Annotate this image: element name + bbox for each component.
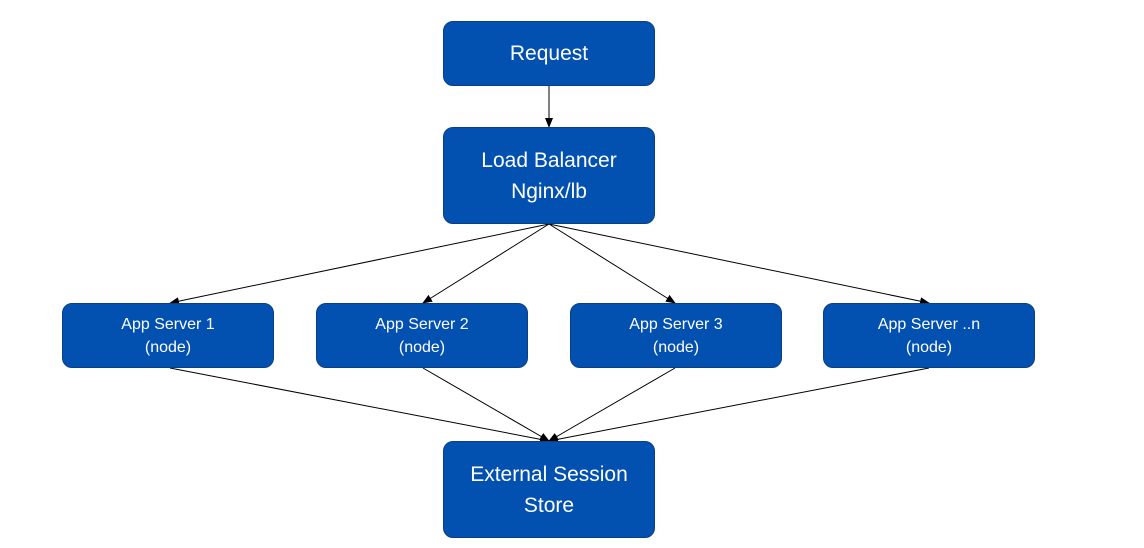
load-balancer-sublabel: Nginx/lb (511, 179, 587, 203)
arrow-load-balancer-to-app-server-2 (422, 223, 550, 304)
app-server-3-node: App Server 3 (node) (570, 303, 782, 368)
session-store-sublabel: Store (523, 493, 575, 517)
request-label: Request (509, 42, 589, 65)
request-node: Request (443, 21, 655, 86)
edges-group (169, 86, 930, 444)
arrow-app-server-1-to-session-store (169, 367, 550, 444)
app-server-1-node: App Server 1 (node) (62, 303, 274, 368)
app-server-1-sublabel: (node) (144, 338, 192, 356)
app-server-1-label: App Server 1 (121, 315, 215, 333)
app-server-n-label: App Server ..n (877, 315, 981, 333)
arrow-app-server-2-to-session-store (422, 367, 550, 442)
session-store-node: External Session Store (443, 441, 655, 538)
app-server-n-node: App Server ..n (node) (823, 303, 1035, 368)
arrow-load-balancer-to-app-server-n (548, 223, 930, 306)
app-server-2-node: App Server 2 (node) (316, 303, 528, 368)
session-store-label: External Session (470, 462, 628, 486)
arrow-load-balancer-to-app-server-1 (169, 223, 550, 306)
app-server-3-label: App Server 3 (629, 315, 723, 333)
arrow-load-balancer-to-app-server-3 (548, 223, 676, 304)
load-balancer-label: Load Balancer (481, 148, 617, 172)
arrow-app-server-n-to-session-store (548, 367, 930, 444)
app-server-2-sublabel: (node) (398, 338, 446, 356)
app-server-2-label: App Server 2 (375, 315, 469, 333)
load-balancer-node: Load Balancer Nginx/lb (443, 127, 655, 224)
app-server-3-sublabel: (node) (652, 338, 700, 356)
app-server-n-sublabel: (node) (905, 338, 953, 356)
arrow-app-server-3-to-session-store (548, 367, 676, 442)
